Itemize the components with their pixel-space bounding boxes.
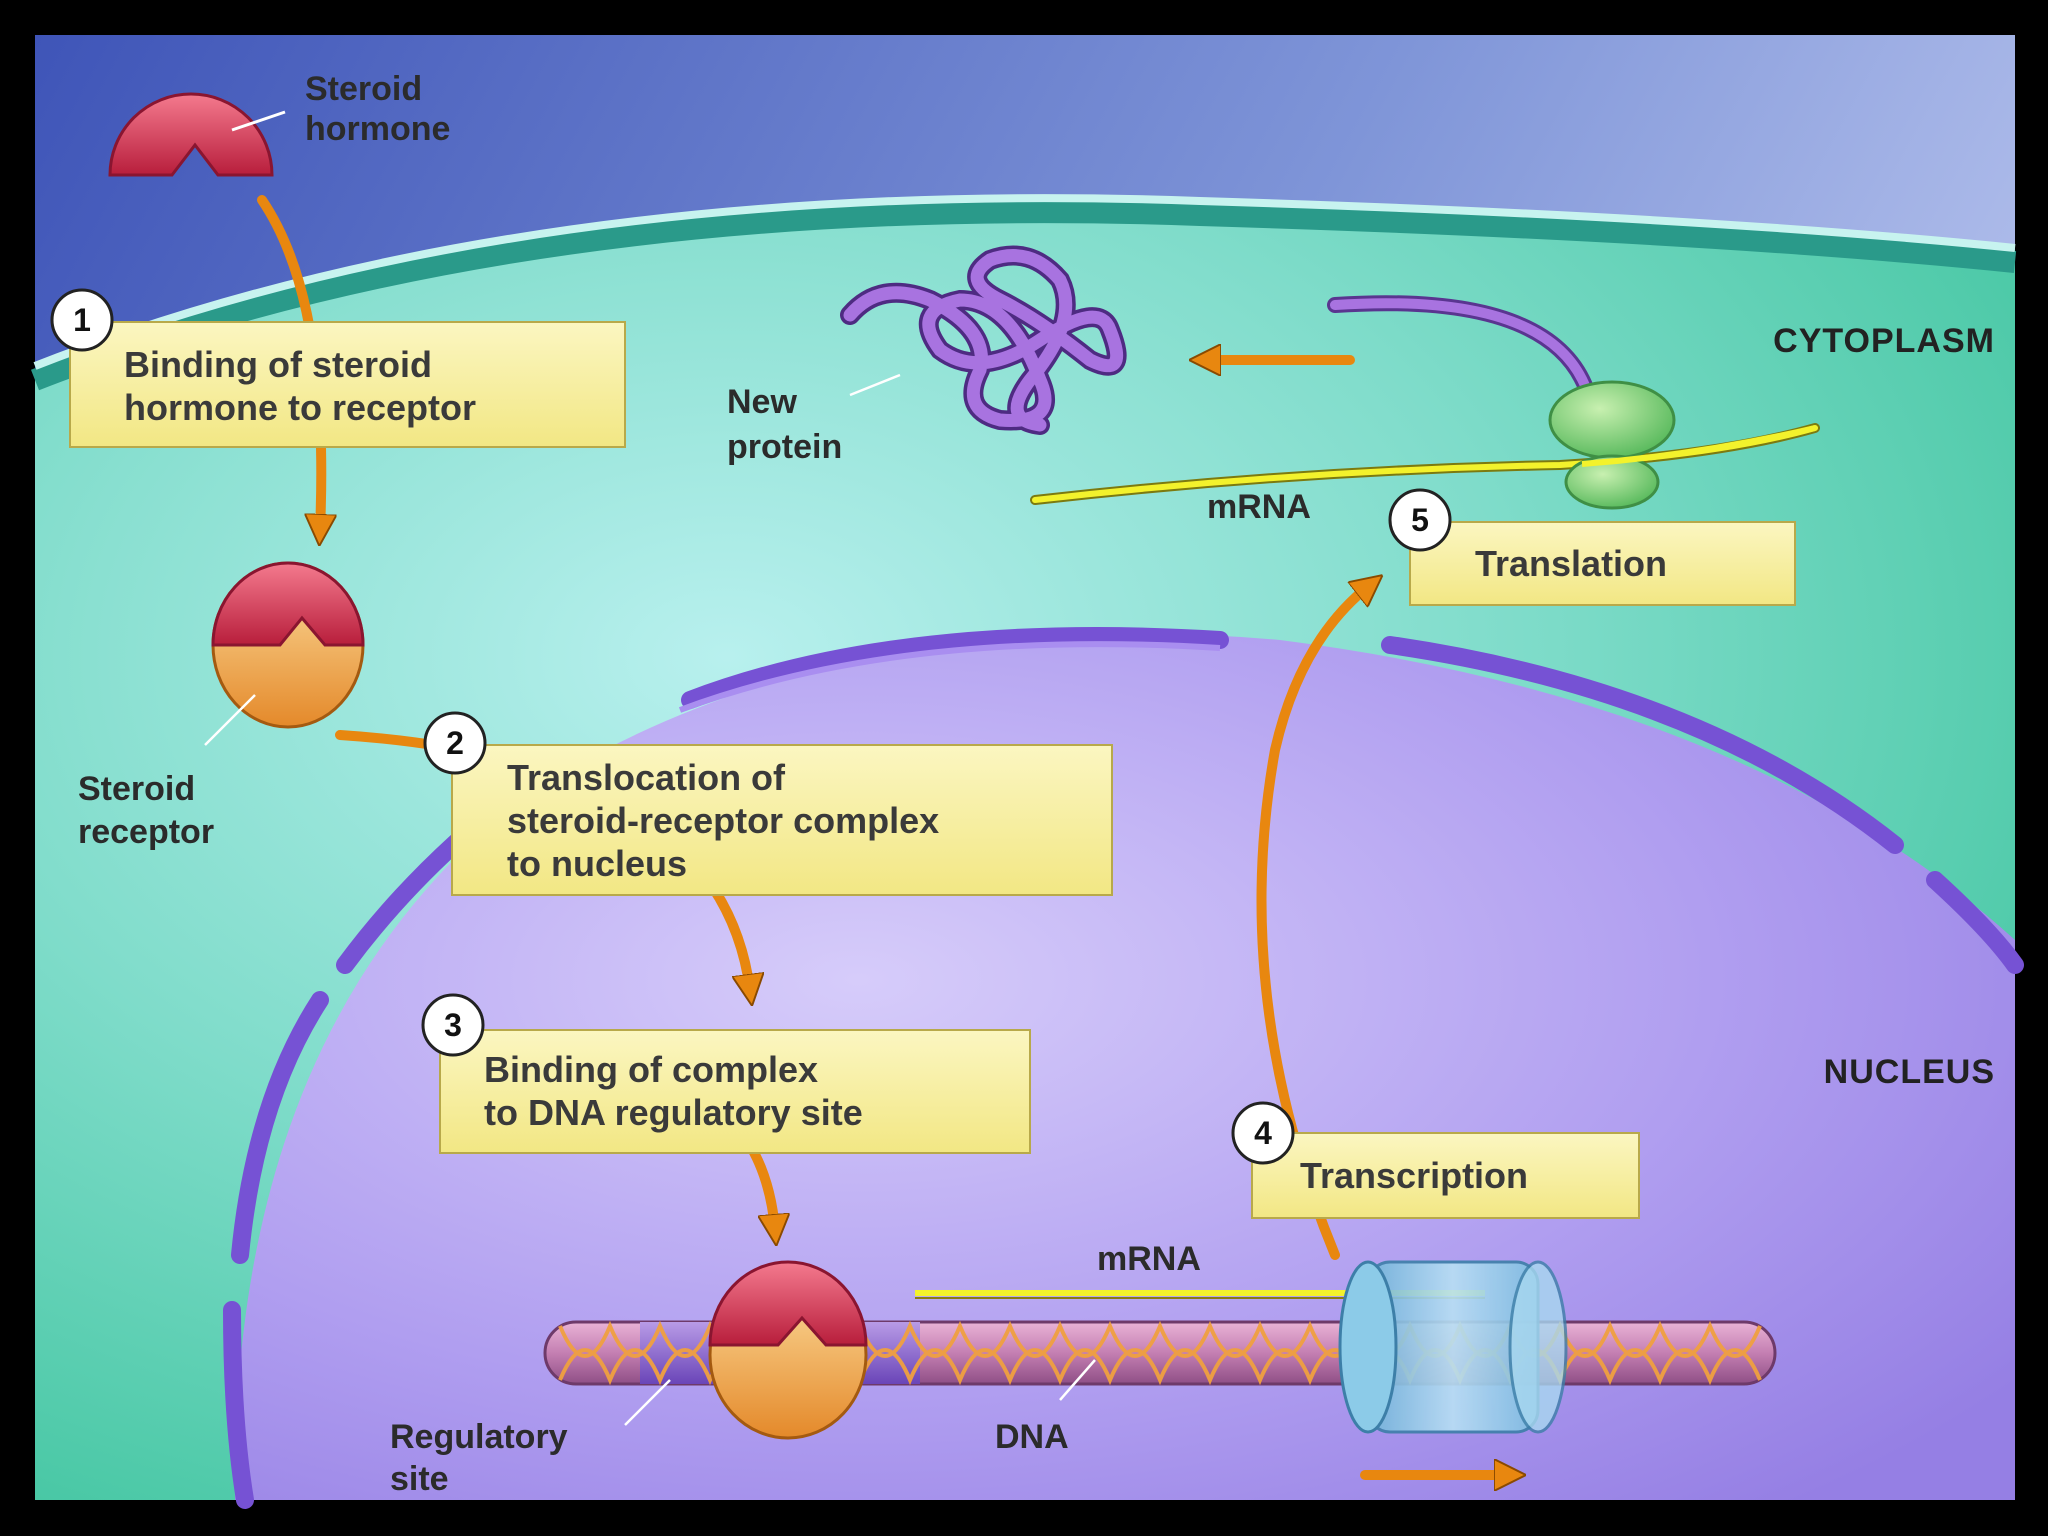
step-1-line-2: hormone to receptor bbox=[124, 387, 476, 428]
step-1: 1 Binding of steroid hormone to receptor bbox=[50, 288, 626, 448]
step-5-line-1: Translation bbox=[1475, 543, 1667, 584]
step-4-box bbox=[1251, 1132, 1640, 1219]
label-mrna-cytoplasm: mRNA bbox=[1207, 488, 1311, 526]
step-2-badge bbox=[423, 711, 487, 775]
step-5-number: 5 bbox=[1411, 502, 1429, 538]
steroid-hormone bbox=[108, 92, 274, 177]
step-5-box bbox=[1409, 521, 1796, 606]
label-new-protein-line-2: protein bbox=[727, 428, 842, 466]
step-2-line-2: steroid-receptor complex bbox=[507, 800, 939, 841]
step-2-box bbox=[451, 744, 1113, 896]
label-regulatory-site-line-2: site bbox=[390, 1460, 449, 1498]
diagram-canvas: 1 Binding of steroid hormone to receptor… bbox=[30, 35, 2024, 1509]
ribosome bbox=[1548, 380, 1676, 510]
step-1-number: 1 bbox=[73, 302, 91, 338]
steroid-receptor-complex bbox=[211, 561, 365, 729]
step-2-line-3: to nucleus bbox=[507, 843, 687, 884]
step-3-line-1: Binding of complex bbox=[484, 1049, 818, 1090]
step-4-badge bbox=[1231, 1101, 1295, 1165]
label-mrna-nucleus: mRNA bbox=[1097, 1240, 1201, 1278]
step-3-box bbox=[439, 1029, 1031, 1154]
step-3-line-2: to DNA regulatory site bbox=[484, 1092, 863, 1133]
step-4: 4 Transcription bbox=[1231, 1101, 1640, 1219]
label-steroid-receptor-line-1: Steroid bbox=[78, 770, 195, 808]
label-steroid-hormone-line-1: Steroid bbox=[305, 70, 422, 108]
label-steroid-hormone-line-2: hormone bbox=[305, 110, 450, 148]
label-steroid-receptor-line-2: receptor bbox=[78, 813, 214, 851]
label-new-protein-line-1: New bbox=[727, 383, 797, 421]
label-dna: DNA bbox=[995, 1418, 1069, 1456]
rna-polymerase bbox=[1338, 1260, 1568, 1434]
plasma-membrane bbox=[30, 201, 2017, 391]
dna-bound-receptor-complex bbox=[708, 1260, 868, 1440]
step-1-line-1: Binding of steroid bbox=[124, 344, 432, 385]
step-4-line-1: Transcription bbox=[1300, 1155, 1528, 1196]
step-3-badge bbox=[421, 993, 485, 1057]
step-3: 3 Binding of complex to DNA regulatory s… bbox=[421, 993, 1031, 1154]
step-2-number: 2 bbox=[446, 725, 464, 761]
step-1-badge bbox=[50, 288, 114, 352]
step-3-number: 3 bbox=[444, 1007, 462, 1043]
new-protein bbox=[840, 245, 1127, 435]
step-4-number: 4 bbox=[1254, 1115, 1272, 1151]
label-cytoplasm: CYTOPLASM bbox=[1773, 322, 1995, 360]
label-nucleus: NUCLEUS bbox=[1824, 1053, 1995, 1091]
step-2-line-1: Translocation of bbox=[507, 757, 786, 798]
label-regulatory-site-line-1: Regulatory bbox=[390, 1418, 568, 1456]
step-2: 2 Translocation of steroid-receptor comp… bbox=[423, 711, 1113, 896]
step-1-box bbox=[69, 321, 626, 448]
step-5: 5 Translation bbox=[1388, 488, 1796, 606]
step-5-badge bbox=[1388, 488, 1452, 552]
